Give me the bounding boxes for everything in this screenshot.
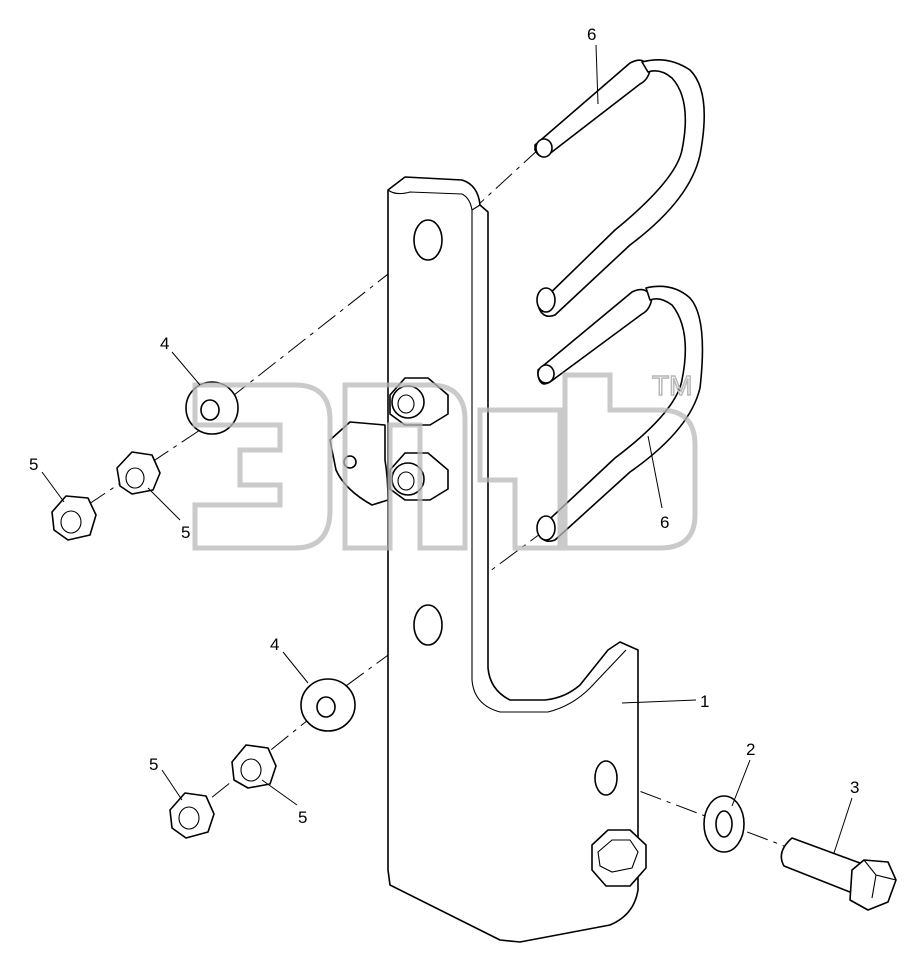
u-bolt-upper bbox=[534, 59, 705, 318]
callout-2: 2 bbox=[746, 740, 755, 759]
bracket-plate bbox=[329, 176, 647, 943]
callout-6-right: 6 bbox=[660, 513, 669, 532]
callout-6-top: 6 bbox=[587, 25, 596, 44]
washer-upper bbox=[185, 381, 239, 435]
callout-leaders bbox=[41, 44, 853, 854]
callout-4-upper: 4 bbox=[160, 334, 169, 353]
nut-upper-outer bbox=[51, 495, 97, 541]
callout-labels: 6 1 2 3 4 4 5 5 5 5 6 bbox=[29, 25, 859, 827]
callout-5-lower-right: 5 bbox=[298, 808, 307, 827]
callout-3: 3 bbox=[850, 778, 859, 797]
watermark-logo: TM bbox=[192, 369, 698, 551]
washer-right bbox=[703, 795, 745, 853]
nut-upper-inner bbox=[116, 451, 161, 495]
callout-4-lower: 4 bbox=[270, 635, 279, 654]
callout-1: 1 bbox=[700, 692, 709, 711]
nut-lower-outer bbox=[169, 792, 215, 839]
u-bolt-lower bbox=[536, 285, 704, 543]
callout-5-lower-left: 5 bbox=[149, 755, 158, 774]
watermark-trademark: TM bbox=[652, 370, 692, 401]
callout-5-upper-right: 5 bbox=[181, 523, 190, 542]
washer-lower bbox=[300, 678, 356, 732]
callout-5-upper-left: 5 bbox=[29, 455, 38, 474]
hex-bolt bbox=[780, 837, 897, 911]
nut-lower-inner bbox=[231, 744, 277, 789]
